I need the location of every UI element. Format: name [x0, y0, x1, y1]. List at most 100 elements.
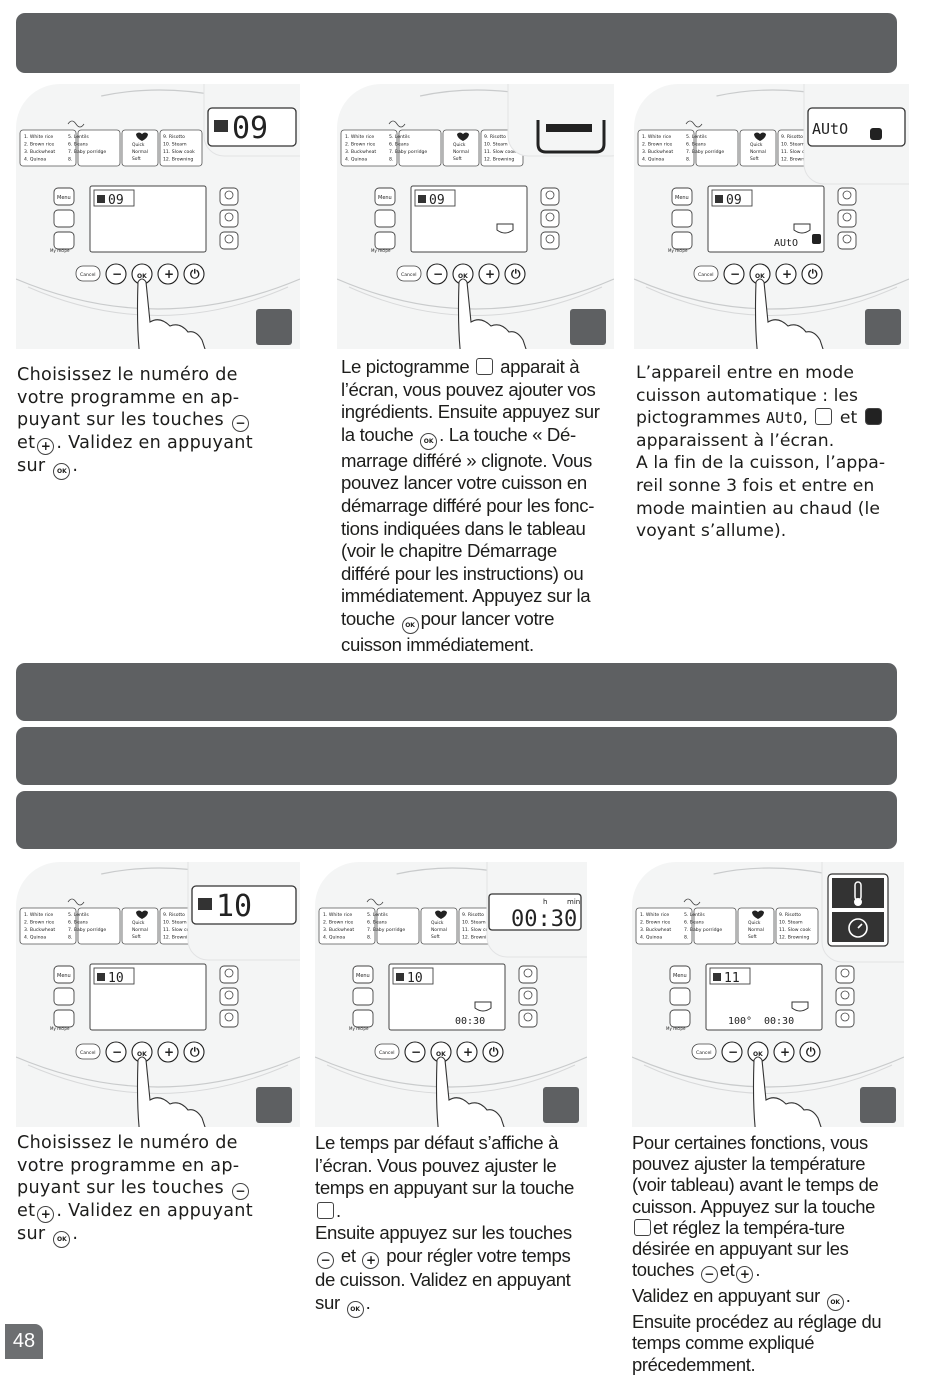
svg-text:10. Steam: 10. Steam [163, 920, 187, 926]
svg-text:2. Brown rice: 2. Brown rice [640, 920, 670, 926]
svg-text:Cancel: Cancel [698, 272, 714, 278]
svg-text:00:30: 00:30 [455, 1016, 485, 1027]
svg-text:min: min [567, 898, 580, 906]
svg-text:Normal: Normal [453, 149, 469, 155]
svg-text:Cancel: Cancel [80, 1050, 96, 1056]
step-marker [865, 309, 901, 345]
svg-text:Soft: Soft [750, 156, 759, 162]
svg-text:h: h [543, 898, 547, 906]
pointing-hand [136, 278, 206, 349]
svg-text:−: − [112, 267, 122, 281]
step-marker [860, 1087, 896, 1123]
svg-text:9. Risotto: 9. Risotto [779, 912, 801, 918]
svg-text:⏻: ⏻ [190, 267, 200, 281]
lcd-screen: 10 00:30 [388, 963, 506, 1031]
svg-text:100°: 100° [728, 1016, 752, 1027]
svg-text:12. Browning: 12. Browning [462, 935, 492, 941]
svg-text:Menu: Menu [356, 973, 370, 979]
svg-text:2. Brown rice: 2. Brown rice [323, 920, 353, 926]
svg-text:00:30: 00:30 [764, 1016, 794, 1027]
svg-text:⏻: ⏻ [190, 1045, 200, 1059]
svg-text:00:30: 00:30 [511, 907, 577, 932]
svg-text:1. White rice: 1. White rice [323, 912, 352, 918]
keep-warm-pictogram-icon [864, 408, 882, 426]
svg-text:4. Quinoa: 4. Quinoa [24, 157, 46, 163]
svg-text:⏻: ⏻ [806, 1045, 816, 1059]
svg-text:⏻: ⏻ [511, 267, 521, 281]
svg-text:Cancel: Cancel [379, 1050, 395, 1056]
minus-key-icon: − [317, 1251, 334, 1269]
svg-text:12. Browning: 12. Browning [779, 935, 809, 941]
instruction-1: Choisissez le numéro de votre programme … [17, 364, 267, 481]
minus-key-icon: − [700, 1266, 718, 1284]
svg-text:12. Browning: 12. Browning [484, 157, 514, 163]
svg-text:OK: OK [755, 273, 765, 280]
svg-text:11. Slow cook: 11. Slow cook [484, 149, 516, 155]
svg-text:Quick: Quick [750, 142, 763, 148]
plus-key-icon: + [362, 1251, 380, 1269]
svg-text:+: + [164, 267, 174, 281]
header-band-2 [16, 663, 897, 721]
svg-text:2. Brown rice: 2. Brown rice [24, 920, 54, 926]
svg-text:My recipe: My recipe [50, 248, 70, 253]
svg-text:7. Baby porridge: 7. Baby porridge [68, 927, 106, 933]
svg-text:10. Steam: 10. Steam [163, 142, 187, 148]
svg-text:−: − [728, 1045, 738, 1059]
svg-text:10. Steam: 10. Steam [462, 920, 486, 926]
svg-text:10: 10 [407, 971, 423, 986]
right-buttons [540, 187, 560, 250]
svg-text:Menu: Menu [673, 973, 687, 979]
svg-text:11. Slow cook: 11. Slow cook [462, 927, 494, 933]
svg-text:7. Baby porridge: 7. Baby porridge [389, 149, 427, 155]
step-marker [256, 309, 292, 345]
svg-text:09: 09 [232, 111, 268, 146]
step-marker [543, 1087, 579, 1123]
svg-text:3. Buckwheat: 3. Buckwheat [345, 149, 376, 155]
svg-text:Soft: Soft [453, 156, 462, 162]
plus-key-icon: + [37, 1206, 55, 1224]
svg-text:Cancel: Cancel [80, 272, 96, 278]
svg-text:6. Beans: 6. Beans [684, 920, 705, 926]
svg-text:6. Beans: 6. Beans [389, 142, 410, 148]
svg-text:10. Steam: 10. Steam [781, 142, 805, 148]
instruction-3: L’appareil entre en mode cuisson automat… [636, 363, 886, 542]
svg-text:12. Browning: 12. Browning [163, 935, 193, 941]
svg-text:−: − [730, 267, 740, 281]
svg-text:Quick: Quick [431, 920, 444, 926]
svg-text:Menu: Menu [675, 195, 689, 201]
svg-text:7. Baby porridge: 7. Baby porridge [686, 149, 724, 155]
right-buttons [219, 965, 239, 1028]
svg-text:My recipe: My recipe [349, 1026, 369, 1031]
ok-key-icon: OK [346, 1300, 364, 1318]
minus-key-icon: − [231, 1183, 249, 1201]
svg-text:6. Beans: 6. Beans [68, 920, 89, 926]
svg-text:Normal: Normal [132, 927, 148, 933]
step-marker [256, 1087, 292, 1123]
svg-text:11. Slow cook: 11. Slow cook [163, 927, 195, 933]
temperature-timer-key-icon [317, 1201, 334, 1219]
svg-text:⏻: ⏻ [808, 267, 818, 281]
svg-text:2. Brown rice: 2. Brown rice [642, 142, 672, 148]
svg-text:Quick: Quick [453, 142, 466, 148]
svg-text:6. Beans: 6. Beans [68, 142, 89, 148]
svg-text:Normal: Normal [132, 149, 148, 155]
svg-text:7. Baby porridge: 7. Baby porridge [367, 927, 405, 933]
lcd-screen: 09 [89, 185, 207, 253]
step-marker [570, 309, 606, 345]
svg-text:6. Beans: 6. Beans [686, 142, 707, 148]
svg-text:4. Quinoa: 4. Quinoa [640, 935, 662, 941]
svg-text:Menu: Menu [378, 195, 392, 201]
svg-text:11. Slow cook: 11. Slow cook [163, 149, 195, 155]
svg-text:OK: OK [436, 1051, 446, 1058]
instruction-2: Le pictogramme apparait à l’écran, vous … [341, 356, 600, 655]
svg-text:Soft: Soft [431, 934, 440, 940]
svg-text:12. Browning: 12. Browning [781, 157, 811, 163]
